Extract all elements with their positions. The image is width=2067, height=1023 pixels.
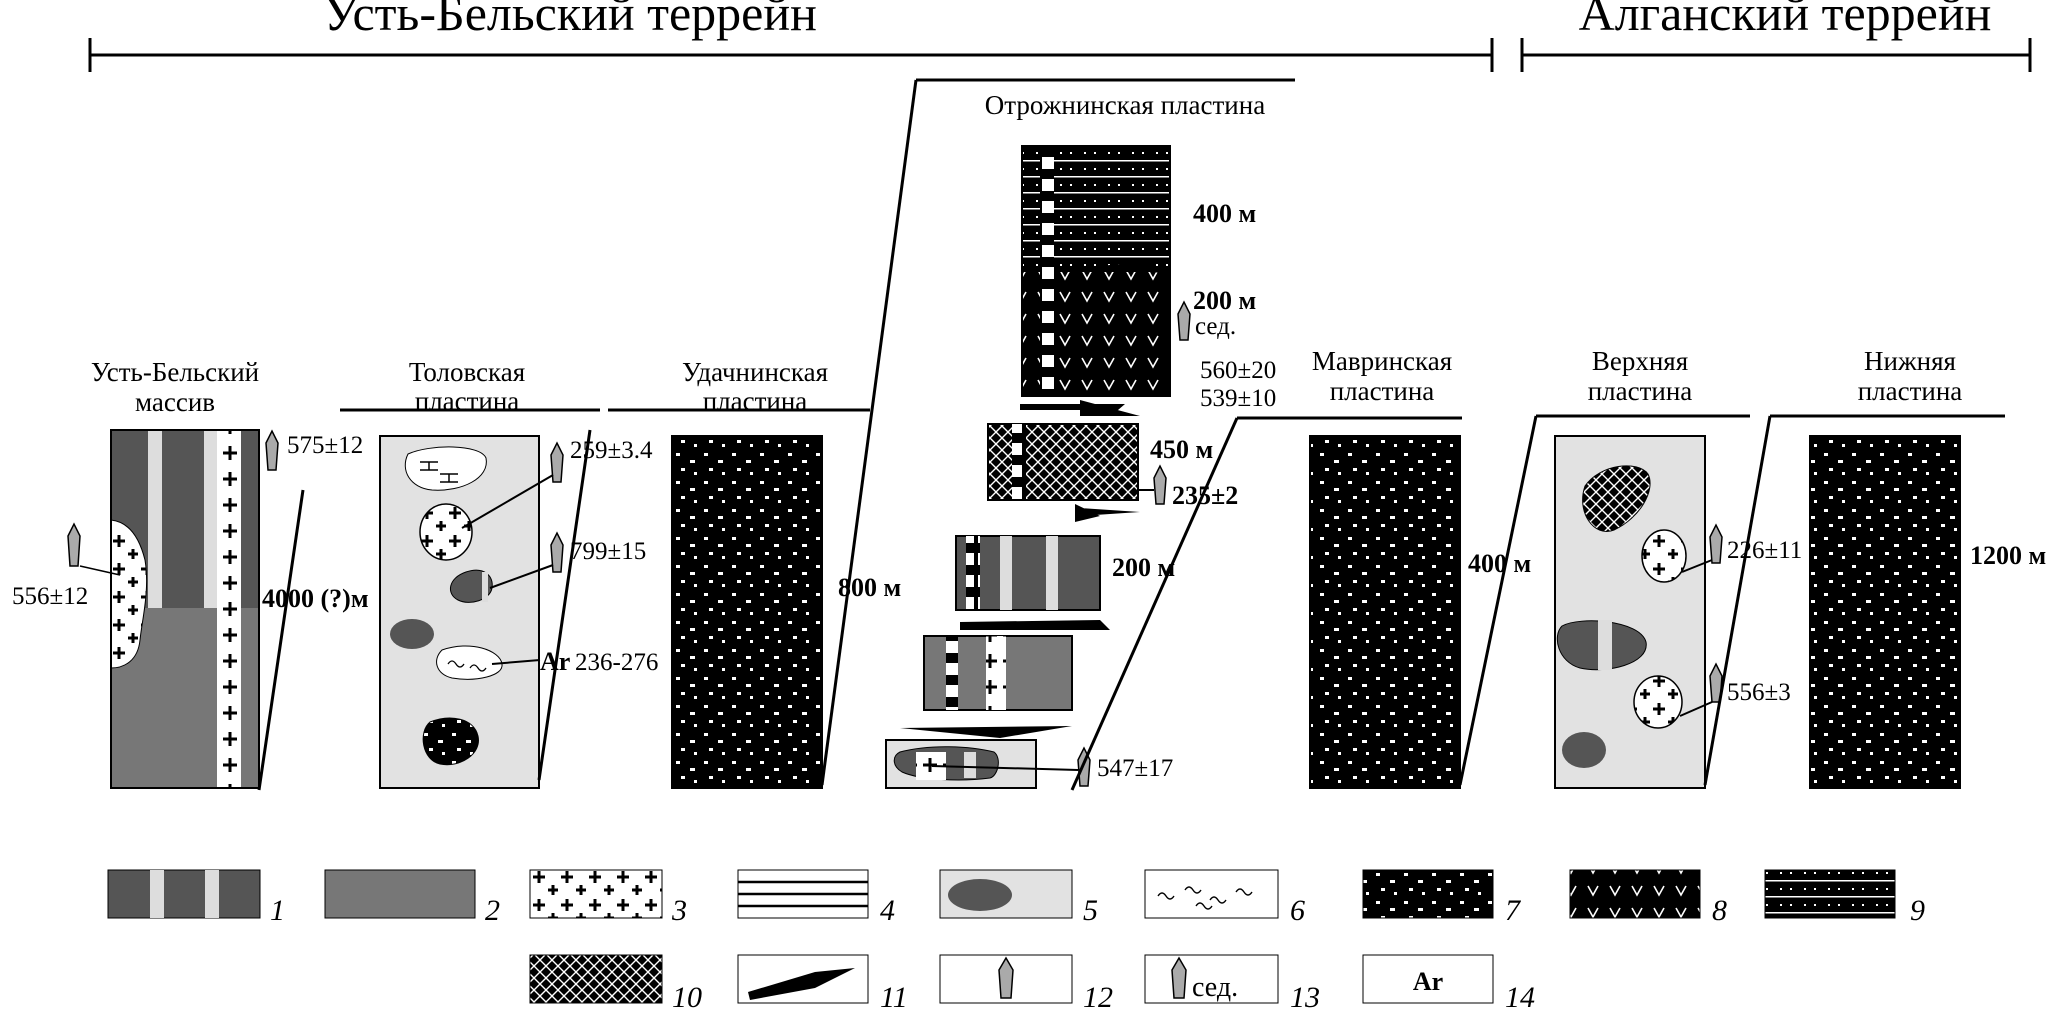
legend-item-6: 6 (1144, 869, 1305, 927)
age-marker-icon (550, 531, 564, 573)
ust-belsky-terrane-title: Усть-Бельский террейн (323, 0, 817, 41)
legend-number: 8 (1712, 894, 1727, 927)
legend-number: 3 (671, 894, 687, 927)
age-label: 235±2 (1172, 481, 1238, 510)
legend-number: 1 (270, 894, 285, 927)
age-marker-icon (265, 429, 279, 471)
tolovskaya-column (379, 435, 540, 789)
age-label: 226±11 (1727, 537, 1802, 564)
thickness-label: 450 м (1150, 435, 1213, 464)
thickness-label: 400 м (1193, 199, 1256, 228)
legend-number: 5 (1083, 894, 1098, 927)
legend-item-14: Ar 14 (1362, 954, 1535, 1014)
thickness-label: 200 м (1112, 553, 1175, 582)
age-marker-icon (67, 522, 81, 567)
age-label: 799±15 (570, 538, 646, 565)
legend-item-3: 3 (529, 869, 687, 927)
legend-number: 12 (1083, 981, 1113, 1014)
thickness-label: 1200 м (1970, 541, 2046, 570)
legend: 1 2 3 4 5 6 7 (107, 869, 1925, 1014)
nizhnyaya-title-line2: пластина (1858, 376, 1963, 406)
verkhnyaya-title-line1: Верхняя (1592, 346, 1688, 376)
sed-label: сед. (1195, 313, 1236, 340)
mavrinskaya-column (1309, 435, 1461, 789)
legend-item-1: 1 (107, 869, 285, 927)
legend-number: 2 (485, 894, 500, 927)
verkhnyaya-title-line2: пластина (1588, 376, 1693, 406)
verkhnyaya-column (1554, 435, 1706, 789)
ar-age-label: 236-276 (575, 649, 658, 676)
sed-age-marker-icon (1177, 300, 1191, 341)
legend-item-7: 7 (1362, 869, 1522, 927)
otrozhninskaya-column (885, 145, 1171, 789)
thickness-label: 400 м (1468, 549, 1531, 578)
algansky-terrane-title: Алганский террейн (1579, 0, 1992, 41)
thickness-label: 200 м (1193, 286, 1256, 315)
udachninskaya-title-line1: Удачнинская (682, 357, 828, 387)
legend-number: 6 (1290, 894, 1305, 927)
tolovskaya-title-line1: Толовская (409, 357, 525, 387)
legend-item-2: 2 (324, 869, 500, 927)
legend-item-4: 4 (737, 869, 895, 927)
legend-item-9: 9 (1764, 869, 1925, 927)
age-marker-icon (998, 956, 1014, 999)
otrozhninskaya-title: Отрожнинская пластина (985, 90, 1265, 120)
legend-number: 7 (1505, 894, 1522, 927)
legend-item-11: 11 (737, 954, 908, 1014)
age-label: 556±12 (12, 583, 88, 610)
udachninskaya-column (671, 435, 823, 789)
legend-number: 9 (1910, 894, 1925, 927)
ust-belsky-terrane-bracket (88, 38, 1494, 72)
thickness-label: 4000 (?)м (262, 584, 369, 613)
age-label: 556±3 (1727, 679, 1791, 706)
age-label: 547±17 (1097, 755, 1173, 782)
age-marker-icon (550, 441, 564, 483)
legend-number: 10 (672, 981, 702, 1014)
age-marker-icon (1153, 464, 1167, 505)
legend-sed-label: сед. (1192, 972, 1238, 1003)
algansky-terrane-bracket (1520, 38, 2032, 72)
age-label: 539±10 (1200, 385, 1276, 412)
nizhnyaya-title-line1: Нижняя (1864, 346, 1956, 376)
legend-number: 4 (880, 894, 895, 927)
legend-item-13: сед. 13 (1144, 954, 1320, 1014)
mavrinskaya-title-line1: Мавринская (1312, 346, 1452, 376)
age-label: 259±3.4 (570, 437, 653, 464)
legend-number: 13 (1290, 981, 1320, 1014)
sed-age-marker-icon (1171, 956, 1187, 999)
legend-ar-label: Ar (1413, 967, 1443, 996)
mavrinskaya-title-line2: пластина (1330, 376, 1435, 406)
legend-number: 11 (880, 981, 908, 1014)
ust-belsky-column (110, 429, 260, 789)
age-marker-icon (1709, 523, 1723, 564)
age-label: 575±12 (287, 432, 363, 459)
nizhnyaya-column (1809, 435, 1961, 789)
legend-number: 14 (1505, 981, 1535, 1014)
legend-item-10: 10 (529, 954, 702, 1014)
thickness-label: 800 м (838, 573, 901, 602)
udachninskaya-title-line2: пластина (703, 386, 808, 416)
legend-item-5: 5 (939, 869, 1098, 927)
legend-item-8: 8 (1569, 869, 1727, 927)
ust-belsky-massif-title-line2: массив (135, 387, 215, 417)
tolovskaya-title-line2: пластина (415, 386, 520, 416)
age-label: 560±20 (1200, 357, 1276, 384)
legend-item-12: 12 (939, 954, 1113, 1014)
ust-belsky-massif-title-line1: Усть-Бельский (91, 357, 259, 387)
